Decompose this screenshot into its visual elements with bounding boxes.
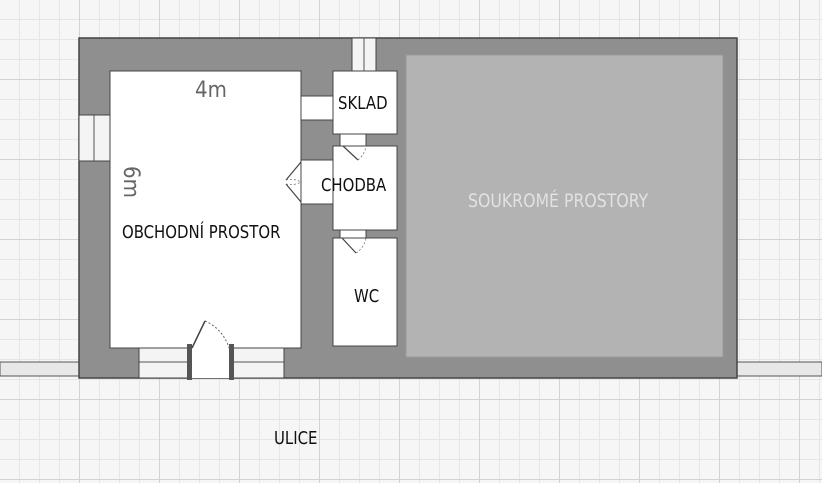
street-line-right [736,361,822,377]
corridor-door-leaf-top [285,161,302,181]
room-label-shop: OBCHODNÍ PROSTOR [122,222,281,243]
street-line-left [0,361,81,377]
corridor-wc-passage [339,229,367,239]
shop-storage-passage [300,95,334,121]
room-label-private: SOUKROMÉ PROSTORY [468,190,649,212]
entrance-door-jamb-left [187,344,192,380]
shop-room [109,70,302,349]
wc-room [332,237,398,347]
storage-door-leaf [342,145,359,161]
entrance-door-opening [189,346,232,378]
window-bottom-left [138,347,190,379]
corridor-room [332,145,398,231]
storage-room [332,70,398,135]
room-label-storage: SKLAD [338,93,388,114]
storage-corridor-passage [339,133,367,147]
corridor-door-leaf-bottom [285,183,302,203]
room-label-wc: WC [354,286,380,307]
shop-corridor-door-gap [300,159,334,205]
room-label-corridor: CHODBA [321,175,387,196]
wc-door-leaf [341,237,357,254]
street-label: ULICE [274,428,318,449]
private-area [405,54,724,358]
entrance-door-jamb-right [229,344,234,380]
window-bottom-right [231,347,285,379]
dimension-length: 6m [118,166,143,198]
dimension-width: 4m [195,78,227,103]
